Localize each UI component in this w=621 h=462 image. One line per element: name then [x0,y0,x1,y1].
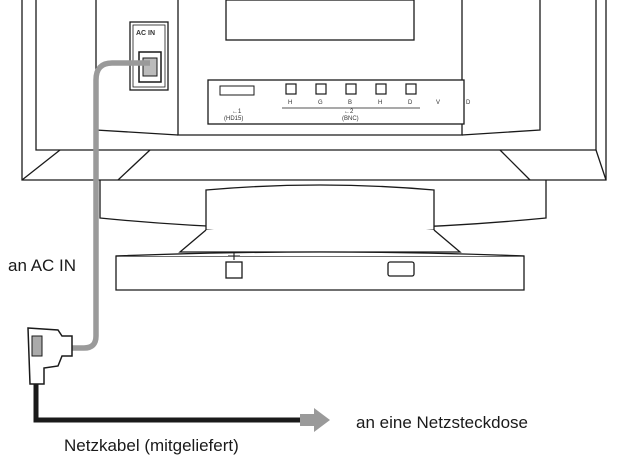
input-tag: ←2 [344,109,354,115]
connector-letter: H [378,100,382,106]
to-outlet-label: an eine Netzsteckdose [356,413,528,432]
input-tag: (HD15) [224,116,243,122]
input-tag: (BNC) [342,116,359,122]
monitor-stand [115,184,525,291]
input-tag: ←1 [232,109,242,115]
connector-letter: H [288,100,292,106]
to-ac-in-label: an AC IN [8,256,77,275]
arrow-to-outlet [300,408,330,432]
connector-letter: D [408,100,413,106]
connector-letter: D [466,100,471,106]
ac-in-socket: AC IN [129,21,169,91]
connector-letter: B [348,100,352,106]
ac-in-panel-label: AC IN [136,30,155,37]
connector-letter: V [436,100,440,106]
connector-letter: G [318,100,323,106]
cable-label: Netzkabel (mitgeliefert) [64,436,239,455]
connector-panel: H G B H D V D ←1 (HD15) ←2 (BNC) [207,79,471,125]
power-cable [27,60,330,432]
